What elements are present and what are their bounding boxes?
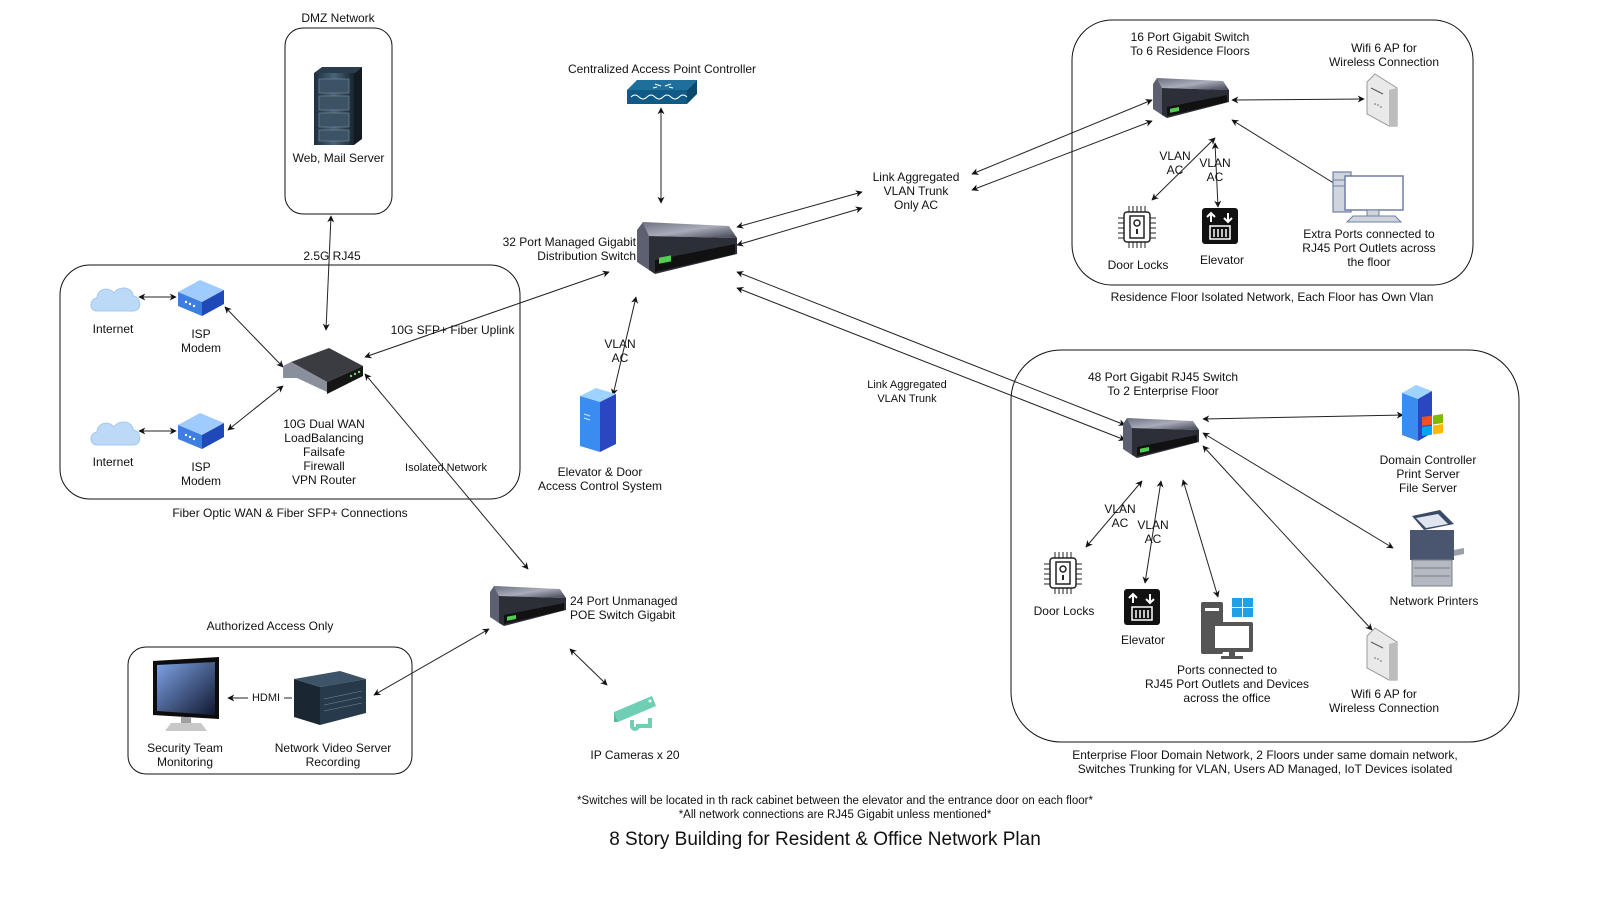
door-lock-icon	[1118, 206, 1156, 248]
switch-icon	[1123, 418, 1199, 458]
edge-entswitch-pc	[1181, 479, 1220, 598]
ip-cameras-label: IP Cameras x 20	[590, 748, 680, 762]
res-pc-label: Extra Ports connected to RJ45 Port Outle…	[1302, 227, 1436, 269]
enterprise-group-caption: Enterprise Floor Domain Network, 2 Floor…	[1072, 748, 1458, 776]
poe-switch-label: 24 Port Unmanaged POE Switch Gigabit	[570, 594, 678, 622]
windows-pc-icon	[1201, 598, 1253, 659]
web-server-label: Web, Mail Server	[292, 151, 385, 165]
modem-icon	[178, 280, 224, 316]
modem-icon	[178, 413, 224, 449]
vlan-ac-label: VLAN AC	[604, 337, 636, 365]
footnote-switch-location: *Switches will be located in th rack cab…	[577, 795, 1093, 807]
hdmi-label: HDMI	[248, 691, 284, 705]
edge-modem2-router	[227, 385, 284, 431]
server-rack-icon	[314, 67, 362, 145]
trunk-residence-label: Link Aggregated VLAN Trunk Only AC	[872, 170, 960, 212]
residence-group-caption: Residence Floor Isolated Network, Each F…	[1110, 290, 1434, 304]
elevator-icon	[1202, 208, 1238, 244]
wifi-ap-icon	[1366, 73, 1398, 127]
monitor-label: Security Team Monitoring	[147, 741, 223, 769]
switch-icon	[637, 222, 737, 274]
res-ap-label: Wifi 6 AP for Wireless Connection	[1328, 41, 1440, 69]
internet-1-label: Internet	[92, 322, 134, 336]
dmz-group-box	[284, 27, 393, 215]
edge-distswitch-trunk-a	[736, 190, 863, 229]
edge-router-distswitch	[364, 270, 610, 359]
res-doorlocks-label: Door Locks	[1107, 258, 1169, 272]
res-elevator-label: Elevator	[1199, 253, 1245, 267]
cloud-icon	[90, 287, 141, 312]
edge-poeswitch-nvr	[373, 628, 490, 696]
nvr-label: Network Video Server Recording	[274, 741, 392, 769]
ap-controller-icon	[627, 80, 697, 104]
edge-distswitch-accesscontrol	[611, 296, 638, 396]
server-tower-icon	[580, 388, 616, 452]
ent-doorlocks-label: Door Locks	[1033, 604, 1095, 618]
ent-dc-label: Domain Controller Print Server File Serv…	[1379, 453, 1477, 495]
security-group-box	[127, 646, 413, 775]
wifi-ap-icon	[1366, 627, 1398, 681]
edge-entswitch-elevator	[1142, 480, 1164, 584]
ent-switch-label: 48 Port Gigabit RJ45 Switch To 2 Enterpr…	[1087, 370, 1239, 398]
switch-icon	[490, 586, 566, 626]
edge-resswitch-doorlocks	[1151, 137, 1216, 201]
edge-resswitch-elevator	[1211, 142, 1222, 208]
router-label: 10G Dual WAN LoadBalancing Failsafe Fire…	[283, 417, 365, 487]
windows-server-icon	[1402, 385, 1443, 441]
ent-printers-label: Network Printers	[1389, 594, 1479, 608]
edge-poeswitch-cameras	[569, 648, 608, 686]
ap-controller-label: Centralized Access Point Controller	[567, 62, 757, 76]
edge-trunk-resswitch-b	[971, 119, 1153, 192]
isolated-network-label: Isolated Network	[405, 462, 487, 474]
dmz-group-caption: DMZ Network	[301, 11, 375, 25]
vlan-ac-label: VLAN AC	[1137, 518, 1169, 546]
dist-switch-label: 32 Port Managed Gigabit Distribution Swi…	[502, 235, 636, 263]
monitor-icon	[153, 657, 219, 731]
router-icon	[283, 348, 363, 394]
vlan-ac-label: VLAN AC	[1159, 149, 1191, 177]
edge-trunk-resswitch-a	[971, 99, 1153, 175]
vlan-ac-label: VLAN AC	[1104, 502, 1136, 530]
diagram-title: 8 Story Building for Resident & Office N…	[609, 829, 1041, 850]
internet-2-label: Internet	[92, 455, 134, 469]
wan-group-caption: Fiber Optic WAN & Fiber SFP+ Connections	[172, 506, 408, 520]
edge-entswitch-dc	[1202, 411, 1404, 423]
edge-modem1-router	[224, 306, 284, 368]
modem-2-label: ISP Modem	[180, 460, 221, 488]
fiber-uplink-label: 10G SFP+ Fiber Uplink	[390, 323, 515, 337]
edge-entswitch-doorlocks	[1085, 480, 1143, 548]
footnote-connections: *All network connections are RJ45 Gigabi…	[678, 809, 992, 821]
trunk-enterprise-label: Link Aggregated VLAN Trunk	[867, 379, 947, 405]
security-group-caption: Authorized Access Only	[206, 619, 334, 633]
edge-resswitch-ap	[1231, 95, 1365, 104]
res-switch-label: 16 Port Gigabit Switch To 6 Residence Fl…	[1130, 30, 1250, 58]
vlan-ac-label: VLAN AC	[1199, 156, 1231, 184]
modem-1-label: ISP Modem	[180, 327, 221, 355]
edge-router-poeswitch	[364, 373, 529, 570]
edge-entswitch-ap	[1202, 445, 1373, 631]
desktop-pc-icon	[1332, 171, 1404, 223]
edge-distswitch-trunk-b	[736, 206, 863, 247]
access-control-label: Elevator & Door Access Control System	[537, 465, 663, 493]
camera-icon	[614, 696, 656, 731]
printer-icon	[1410, 510, 1464, 587]
door-lock-icon	[1044, 552, 1082, 594]
cloud-icon	[90, 421, 141, 446]
switch-icon	[1153, 78, 1229, 118]
ent-elevator-label: Elevator	[1120, 633, 1166, 647]
ent-pc-label: Ports connected to RJ45 Port Outlets and…	[1144, 663, 1310, 705]
ent-ap-label: Wifi 6 AP for Wireless Connection	[1328, 687, 1440, 715]
enterprise-group-box	[1010, 349, 1520, 743]
edge-router-dmz	[322, 215, 335, 331]
edge-distswitch-entswitch-b	[736, 287, 1126, 441]
nvr-icon	[294, 671, 366, 725]
elevator-icon	[1124, 589, 1160, 625]
dmz-link-label: 2.5G RJ45	[303, 249, 361, 263]
